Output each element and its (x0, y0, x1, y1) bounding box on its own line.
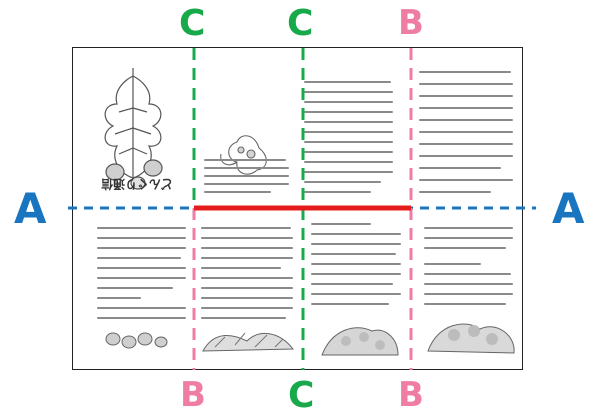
label-b-bottom-right: B (398, 375, 424, 415)
label-b-bottom-left: B (180, 375, 206, 415)
panel-bottom-3 (302, 211, 414, 369)
panel-bottom-4 (416, 211, 524, 369)
label-a-left: A (14, 184, 47, 233)
leaf-pile-illustration-3 (321, 327, 399, 356)
leaf-pile-illustration-4 (427, 323, 515, 354)
panel-bottom-1 (73, 211, 193, 369)
paper-sheet: どんぐり通信 (72, 47, 523, 370)
panel-cover: どんぐり通信 (73, 48, 193, 208)
label-c-bottom: C (288, 375, 315, 416)
label-c-top-right: C (287, 3, 314, 44)
panel-bottom-2 (195, 211, 300, 369)
leaf-pile-illustration-2 (202, 332, 295, 352)
label-a-right: A (552, 184, 585, 233)
panel-top-2 (195, 48, 300, 208)
label-c-top-left: C (179, 3, 206, 44)
acorns-illustration-1 (105, 332, 168, 349)
label-b-top: B (398, 3, 424, 43)
oak-leaf-illustration (104, 68, 163, 190)
leaves-illustration (220, 135, 267, 175)
